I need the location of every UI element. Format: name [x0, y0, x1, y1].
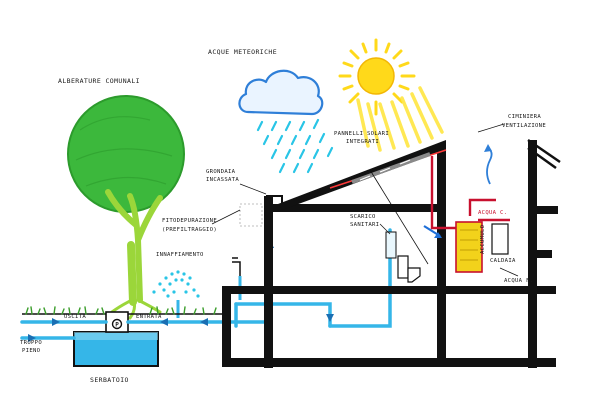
label-grondaia-2: INCASSATA: [206, 177, 239, 183]
label-acqua-calda: ACQUA C.: [478, 210, 507, 216]
boiler: [491, 223, 509, 255]
building-section: [222, 140, 558, 368]
label-acqua-fredda: ACQUA F.: [504, 278, 533, 284]
solar-rays: [356, 86, 444, 152]
label-scarico-1: SCARICO: [350, 214, 376, 220]
pump-label: P: [115, 322, 119, 329]
label-entrata: ENTRATA: [136, 314, 162, 320]
label-pieno: PIENO: [22, 348, 41, 354]
label-uscita: USCITA: [64, 314, 86, 320]
solar-pointer: [369, 169, 429, 265]
sanitary-cistern: [385, 231, 397, 259]
phytodepuration-box: [239, 203, 263, 227]
label-serbatoio: SERBATOIO: [90, 376, 129, 384]
label-innaffiamento: INNAFFIAMENTO: [156, 252, 204, 258]
hot-water-pipes: [430, 156, 510, 230]
pump-icon: P: [111, 318, 123, 330]
label-caldaia: CALDAIA: [490, 258, 516, 264]
label-pannelli-2: INTEGRATI: [346, 139, 379, 145]
label-accumulo: ACCUMULO: [480, 224, 486, 254]
cloud-icon: [238, 69, 324, 116]
label-troppo: TROPPO: [20, 340, 42, 346]
leader-lines: [211, 123, 519, 277]
water-tank: [73, 331, 159, 367]
solar-panels: [351, 152, 431, 184]
sun-icon: [338, 38, 416, 116]
label-scarico-2: SANITARI: [350, 222, 379, 228]
label-acque-meteoriche: ACQUE METEORICHE: [208, 48, 277, 56]
ventilation-arrow-icon: [484, 144, 493, 185]
ventilation-chimney: [527, 138, 561, 170]
label-grondaia-1: GRONDAIA: [206, 169, 236, 175]
rain-drops: [256, 118, 334, 174]
tree-icon: [67, 95, 185, 320]
label-ciminiera-2: VENTILAZIONE: [502, 123, 546, 129]
label-fitodepurazione-1: FITODEPURAZIONE: [162, 218, 217, 224]
toilet-icon: [397, 255, 421, 283]
flow-arrow-red: [423, 225, 442, 238]
irrigation-spray: [152, 270, 200, 298]
label-alberature: ALBERATURE COMUNALI: [58, 77, 140, 85]
storage-tank: [455, 221, 483, 273]
label-ciminiera-1: CIMINIERA: [508, 114, 541, 120]
label-fitodepurazione-2: (PREFILTRAGGIO): [162, 227, 217, 233]
gutter: [266, 195, 283, 204]
label-pannelli-1: PANNELLI SOLARI: [334, 131, 389, 137]
